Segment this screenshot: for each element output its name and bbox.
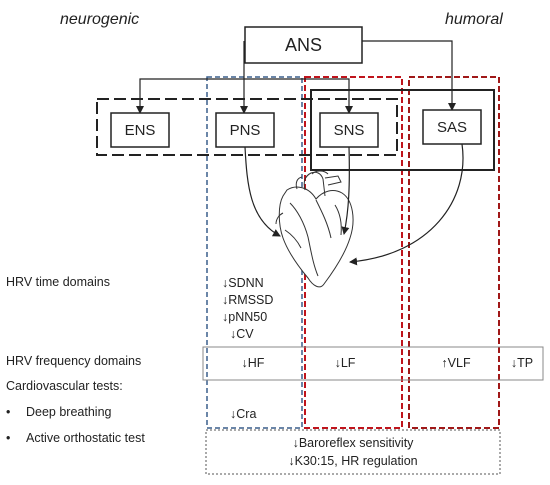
active-orthostatic-test-label: Active orthostatic test: [26, 431, 145, 445]
ens-label: ENS: [125, 122, 156, 139]
ans-to-sas-connector: [362, 40, 456, 111]
pns-to-heart-arrow: [244, 146, 281, 237]
ans-node: [244, 26, 363, 64]
sns-label: SNS: [334, 122, 365, 139]
hrv-frequency-domains-label: HRV frequency domains: [6, 354, 141, 368]
ans-to-sns-connector: [244, 78, 353, 114]
hf-value: ↓HF: [242, 356, 265, 370]
bullet-marker: •: [6, 405, 10, 419]
cardiovascular-tests-label: Cardiovascular tests:: [6, 379, 123, 393]
sas-label: SAS: [437, 119, 467, 136]
ens-node: [110, 112, 170, 148]
baroreflex-sensitivity-value: ↓Baroreflex sensitivity: [293, 436, 415, 450]
ans-to-ens-connector: [136, 78, 244, 114]
sas-node: [422, 109, 482, 145]
hrv-time-domains-label: HRV time domains: [6, 275, 110, 289]
heart-icon: [275, 170, 354, 288]
vlf-value: ↑VLF: [441, 356, 471, 370]
neurogenic-group-border: [96, 98, 398, 156]
rmssd-value: ↓RMSSD: [222, 293, 273, 307]
pnn50-value: ↓pNN50: [222, 310, 267, 324]
orthostatic-result-box: [205, 429, 501, 475]
ans-label: ANS: [285, 35, 322, 55]
pns-label: PNS: [230, 122, 261, 139]
pns-node: [215, 112, 275, 148]
bullet-marker: •: [6, 431, 10, 445]
neurogenic-header: neurogenic: [60, 11, 139, 28]
sdnn-value: ↓SDNN: [222, 276, 264, 290]
tp-value: ↓TP: [511, 356, 533, 370]
lf-value: ↓LF: [335, 356, 356, 370]
frequency-domain-row: [202, 346, 544, 381]
pns-column-border: [206, 76, 303, 429]
deep-breathing-label: Deep breathing: [26, 405, 112, 419]
k30-15-hr-regulation-value: ↓K30:15, HR regulation: [288, 454, 417, 468]
humoral-header: humoral: [445, 11, 503, 28]
humoral-group-border: [310, 89, 495, 171]
cv-value: ↓CV: [230, 327, 254, 341]
sns-to-heart-arrow: [341, 146, 350, 235]
cra-value: ↓Cra: [230, 407, 256, 421]
sas-to-heart-arrow: [349, 143, 464, 266]
sas-column-border: [408, 76, 500, 429]
